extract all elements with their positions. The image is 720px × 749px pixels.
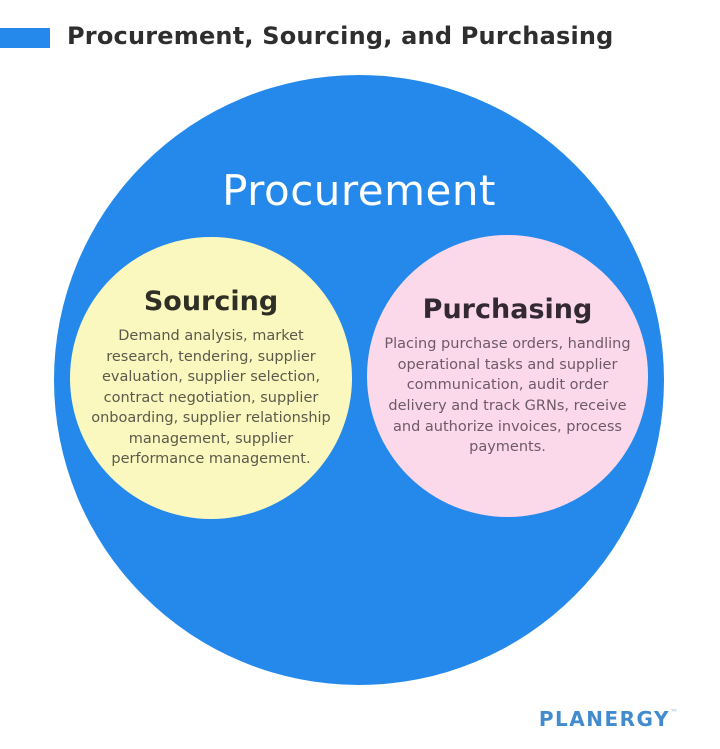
brand-logo: PLANERGY™: [539, 707, 678, 731]
brand-logo-text: PLANERGY: [538, 707, 670, 731]
purchasing-description: Placing purchase orders, handling operat…: [384, 336, 631, 456]
trademark-symbol: ™: [670, 708, 678, 717]
page-title: Procurement, Sourcing, and Purchasing: [67, 22, 614, 50]
sourcing-circle: Sourcing Demand analysis, market researc…: [70, 237, 352, 519]
procurement-label: Procurement: [222, 166, 496, 215]
title-accent-swatch: [0, 28, 50, 48]
sourcing-label: Sourcing: [143, 285, 279, 317]
sourcing-description: Demand analysis, market research, tender…: [91, 327, 331, 468]
purchasing-label: Purchasing: [422, 294, 593, 326]
purchasing-circle: Purchasing Placing purchase orders, hand…: [367, 235, 648, 517]
